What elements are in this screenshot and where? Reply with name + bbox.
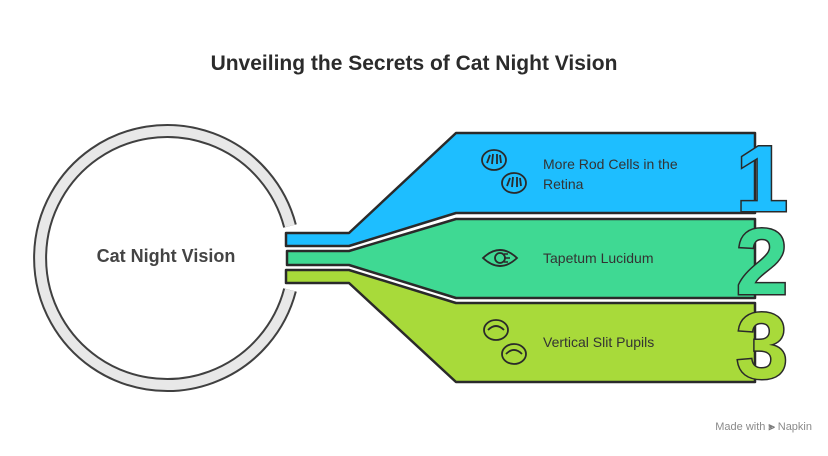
pupils-icon xyxy=(483,319,527,365)
band-3 xyxy=(284,268,757,384)
band-1 xyxy=(284,131,757,248)
number-2: 2 xyxy=(736,209,788,314)
rod-cells-icon xyxy=(481,149,527,194)
center-ring-fill xyxy=(35,126,295,390)
band-2 xyxy=(285,217,757,300)
diagram-title: Unveiling the Secrets of Cat Night Visio… xyxy=(210,52,618,75)
napkin-logo-icon: ⪢ xyxy=(768,421,775,433)
napkin-watermark[interactable]: Made with ⪢ Napkin xyxy=(715,421,812,434)
center-label: Cat Night Vision xyxy=(96,246,236,266)
watermark-prefix: Made with xyxy=(715,421,766,433)
item-label-pupils: Vertical Slit Pupils xyxy=(543,334,655,350)
number-1: 1 xyxy=(736,126,788,231)
eye-icon xyxy=(481,249,519,267)
item-label-rod-cells: More Rod Cells in the Retina xyxy=(543,156,678,192)
item-label-tapetum: Tapetum Lucidum xyxy=(543,250,654,266)
number-3: 3 xyxy=(736,293,788,398)
watermark-brand: Napkin xyxy=(777,421,812,433)
